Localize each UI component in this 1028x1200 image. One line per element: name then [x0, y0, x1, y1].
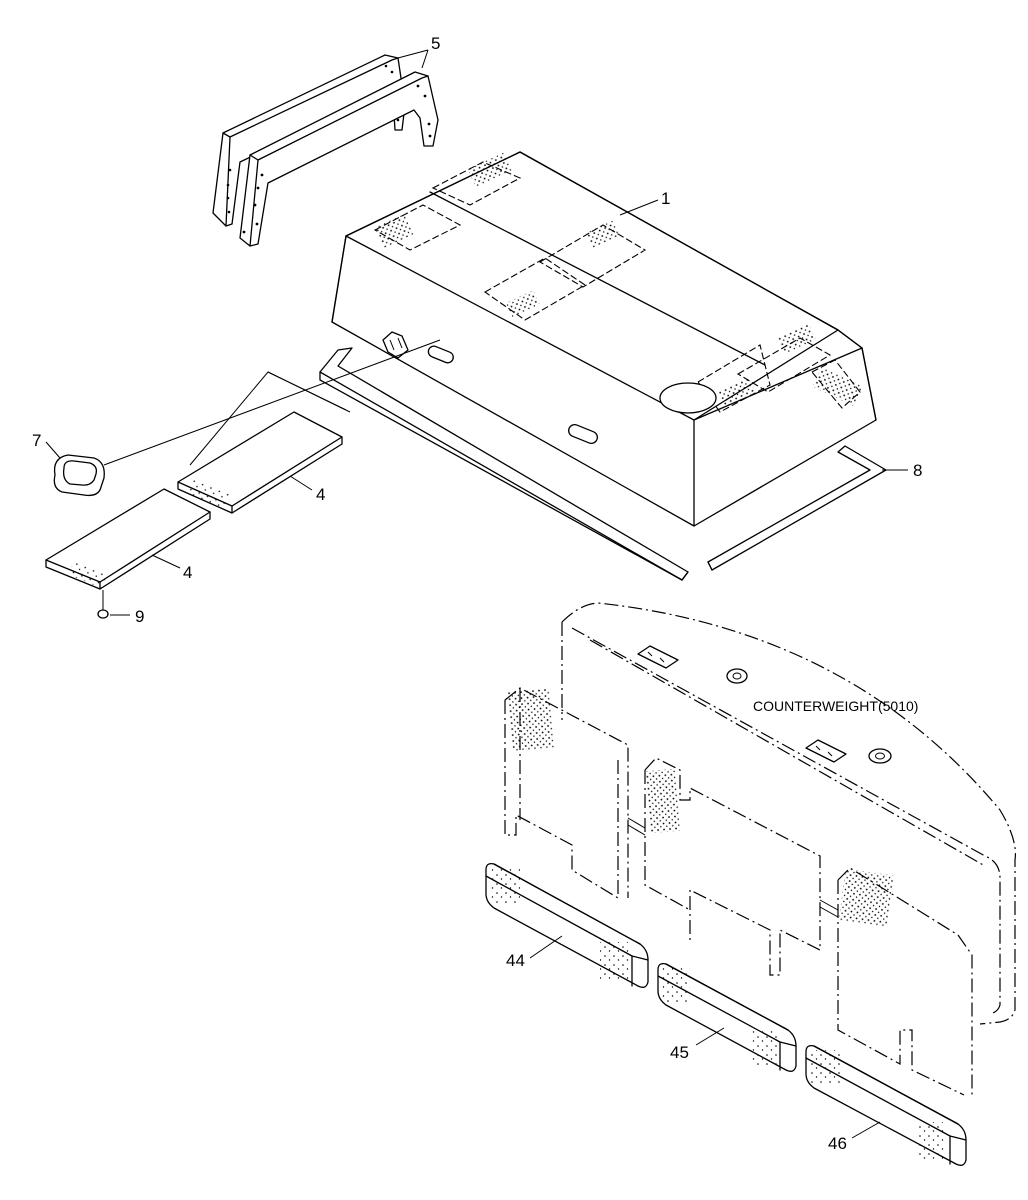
- bracket-part-5: [212, 49, 439, 247]
- hood-cover-part-1: [331, 151, 877, 527]
- callout-5: 5: [431, 34, 440, 53]
- grommet-part-7: [45, 339, 441, 497]
- block-part-44: [485, 862, 649, 988]
- screw-part-9: [97, 590, 130, 619]
- callout-1: 1: [661, 189, 670, 208]
- counterweight-phantom: [561, 602, 1017, 1025]
- block-part-45: [657, 962, 797, 1072]
- counterweight-inner-panels: [504, 687, 973, 1096]
- callout-7: 7: [32, 431, 41, 450]
- callout-9: 9: [135, 607, 144, 626]
- callout-44: 44: [506, 951, 525, 970]
- pads-part-4: [45, 371, 351, 590]
- callout-45: 45: [670, 1043, 689, 1062]
- block-part-46: [805, 1044, 967, 1166]
- callout-46: 46: [828, 1134, 847, 1153]
- callout-4-upper: 4: [316, 485, 325, 504]
- seal-frame-part-8: [319, 347, 887, 581]
- callout-8: 8: [913, 461, 922, 480]
- callout-4-lower: 4: [183, 563, 192, 582]
- counterweight-note: COUNTERWEIGHT(5010): [753, 698, 918, 714]
